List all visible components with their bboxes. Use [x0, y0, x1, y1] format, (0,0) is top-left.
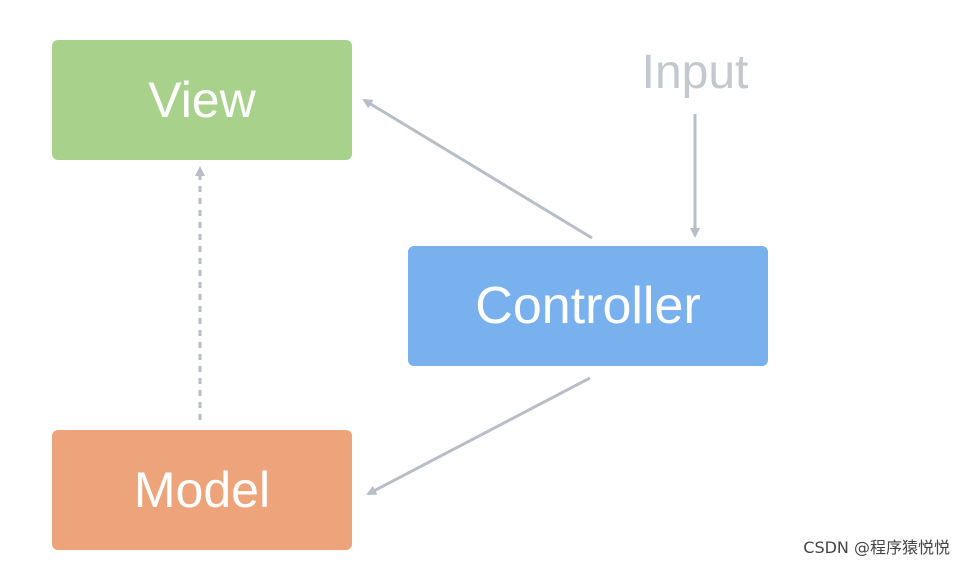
view-label: View [148, 72, 256, 128]
model-label: Model [133, 462, 271, 518]
arrow-controller-to-view [362, 98, 593, 240]
model-node: Model [52, 430, 352, 550]
controller-label: Controller [475, 277, 701, 335]
view-node: View [52, 40, 352, 160]
watermark: CSDN @程序猿悦悦 [803, 538, 950, 557]
arrow-controller-to-model [366, 376, 591, 496]
controller-node: Controller [408, 246, 768, 366]
input-label: Input [620, 40, 770, 104]
input-label-text: Input [641, 45, 749, 99]
